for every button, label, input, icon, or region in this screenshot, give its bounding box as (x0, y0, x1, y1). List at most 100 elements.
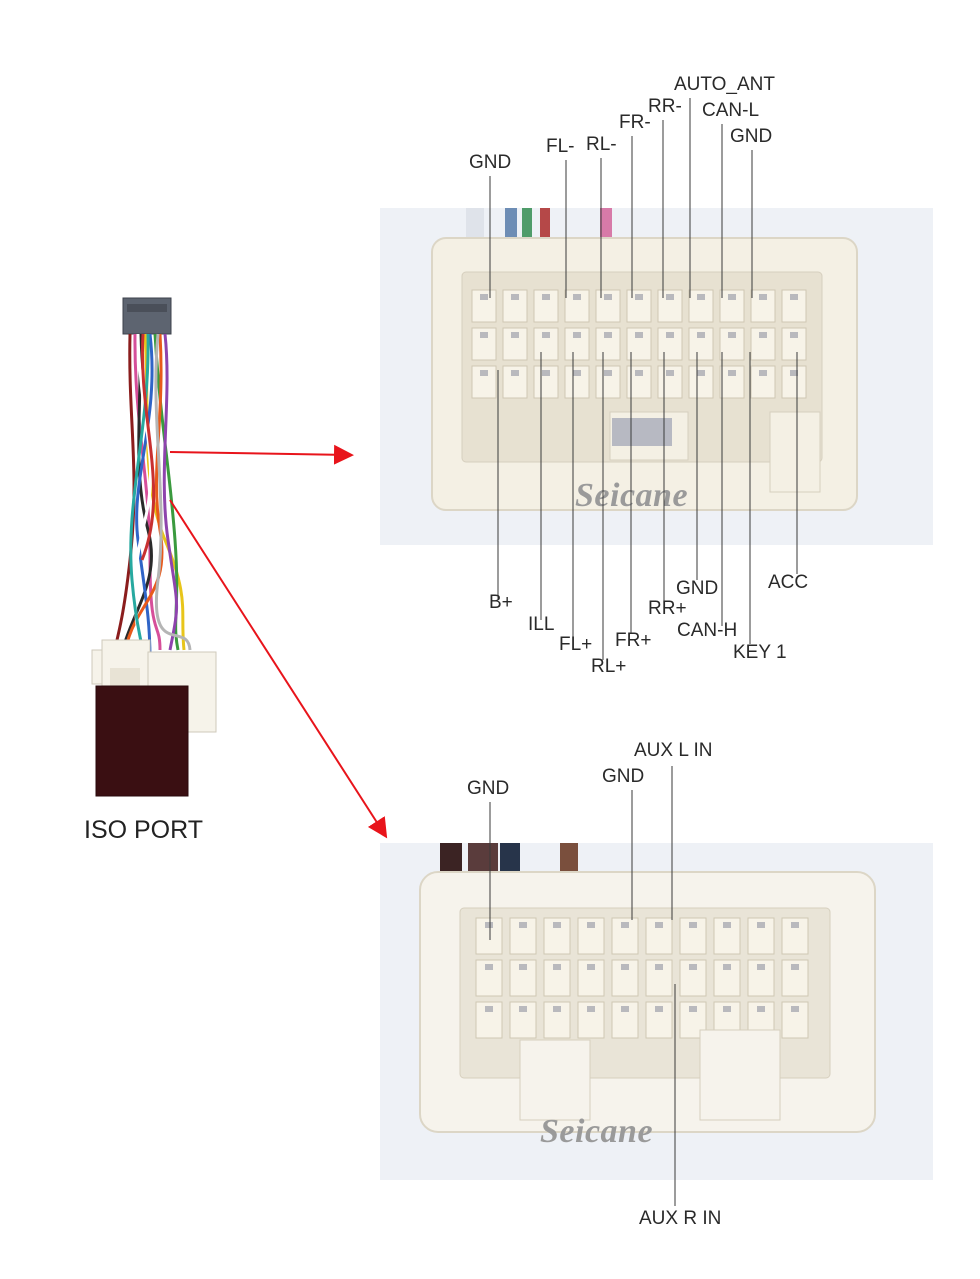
upper-connector-image: Seicane (380, 208, 933, 545)
upper-pin-cells (471, 289, 807, 399)
pin-terminal (791, 964, 799, 970)
pin-terminal (480, 370, 488, 376)
pin-terminal (511, 370, 519, 376)
pin-terminal (542, 294, 550, 300)
pin-terminal (480, 332, 488, 338)
pin-terminal (757, 922, 765, 928)
pin-cavity (595, 327, 621, 361)
pin-terminal (689, 922, 697, 928)
pin-terminal (621, 964, 629, 970)
pin-terminal (573, 294, 581, 300)
pin-terminal (655, 1006, 663, 1012)
pin-terminal (689, 964, 697, 970)
pin-terminal (553, 922, 561, 928)
pin-terminal (790, 332, 798, 338)
pin-terminal (728, 370, 736, 376)
pin-terminal (542, 370, 550, 376)
pin-terminal (635, 294, 643, 300)
pin-terminal (728, 332, 736, 338)
pin-terminal (587, 922, 595, 928)
pin-terminal (723, 1006, 731, 1012)
pin-terminal (485, 922, 493, 928)
pin-terminal (635, 332, 643, 338)
upper-top-label: FR- (619, 112, 651, 133)
lower-top-label: AUX L IN (634, 740, 713, 761)
upper-leader-lines (489, 98, 798, 660)
pin-cavity (781, 959, 809, 997)
pin-terminal (604, 294, 612, 300)
upper-bottom-label: CAN-H (677, 620, 738, 641)
upper-top-label: GND (469, 152, 512, 173)
upper-bottom-label: ILL (528, 614, 555, 635)
pin-terminal (728, 294, 736, 300)
pin-terminal (604, 370, 612, 376)
upper-top-label: RR- (648, 96, 682, 117)
pin-terminal (655, 964, 663, 970)
pin-cavity (533, 327, 559, 361)
pin-terminal (519, 922, 527, 928)
lower-top-label: GND (602, 766, 645, 787)
pin-terminal (621, 922, 629, 928)
pin-terminal (519, 1006, 527, 1012)
pin-terminal (790, 294, 798, 300)
pin-terminal (791, 922, 799, 928)
pin-terminal (757, 964, 765, 970)
pin-cavity (747, 917, 775, 955)
upper-bottom-label: RL+ (591, 656, 627, 677)
pin-terminal (485, 1006, 493, 1012)
pin-cavity (719, 327, 745, 361)
pin-terminal (485, 964, 493, 970)
pin-terminal (519, 964, 527, 970)
upper-bottom-label: GND (676, 578, 719, 599)
pin-terminal (757, 1006, 765, 1012)
pin-terminal (511, 294, 519, 300)
pin-terminal (587, 1006, 595, 1012)
upper-bottom-label: KEY 1 (733, 642, 787, 663)
pin-terminal (666, 294, 674, 300)
pin-terminal (689, 1006, 697, 1012)
pin-terminal (480, 294, 488, 300)
upper-bottom-label: FR+ (615, 630, 652, 651)
pin-terminal (666, 370, 674, 376)
pin-terminal (723, 964, 731, 970)
lower-watermark: Seicane (540, 1113, 653, 1150)
upper-top-label: RL- (586, 134, 617, 155)
lower-connector-image: Seicane (380, 843, 933, 1180)
upper-bottom-label: RR+ (648, 598, 687, 619)
pin-terminal (791, 1006, 799, 1012)
pin-terminal (587, 964, 595, 970)
pin-cavity (645, 1001, 673, 1039)
upper-top-label: AUTO_ANT (674, 74, 776, 95)
lower-pin-cells (475, 917, 809, 1039)
pin-terminal (635, 370, 643, 376)
pin-terminal (759, 370, 767, 376)
pin-terminal (697, 370, 705, 376)
lower-leader-lines (489, 766, 676, 1206)
iso-port-label: ISO PORT (84, 816, 204, 844)
pin-terminal (697, 332, 705, 338)
wiring-harness-image (91, 297, 217, 797)
pin-cavity (657, 365, 683, 399)
pin-cavity (564, 327, 590, 361)
pin-terminal (604, 332, 612, 338)
upper-top-label: GND (730, 126, 773, 147)
upper-bottom-label: B+ (489, 592, 513, 613)
pin-terminal (511, 332, 519, 338)
pin-terminal (790, 370, 798, 376)
pin-terminal (759, 332, 767, 338)
pin-terminal (697, 294, 705, 300)
upper-top-label: CAN-L (702, 100, 760, 121)
lower-bottom-label: AUX R IN (639, 1208, 722, 1229)
pin-terminal (542, 332, 550, 338)
pin-terminal (573, 332, 581, 338)
pointer-arrows (169, 444, 388, 839)
pin-terminal (573, 370, 581, 376)
pin-terminal (723, 922, 731, 928)
pin-terminal (553, 1006, 561, 1012)
pin-terminal (655, 922, 663, 928)
pin-terminal (553, 964, 561, 970)
upper-top-label: FL- (546, 136, 575, 157)
lower-top-label: GND (467, 778, 510, 799)
